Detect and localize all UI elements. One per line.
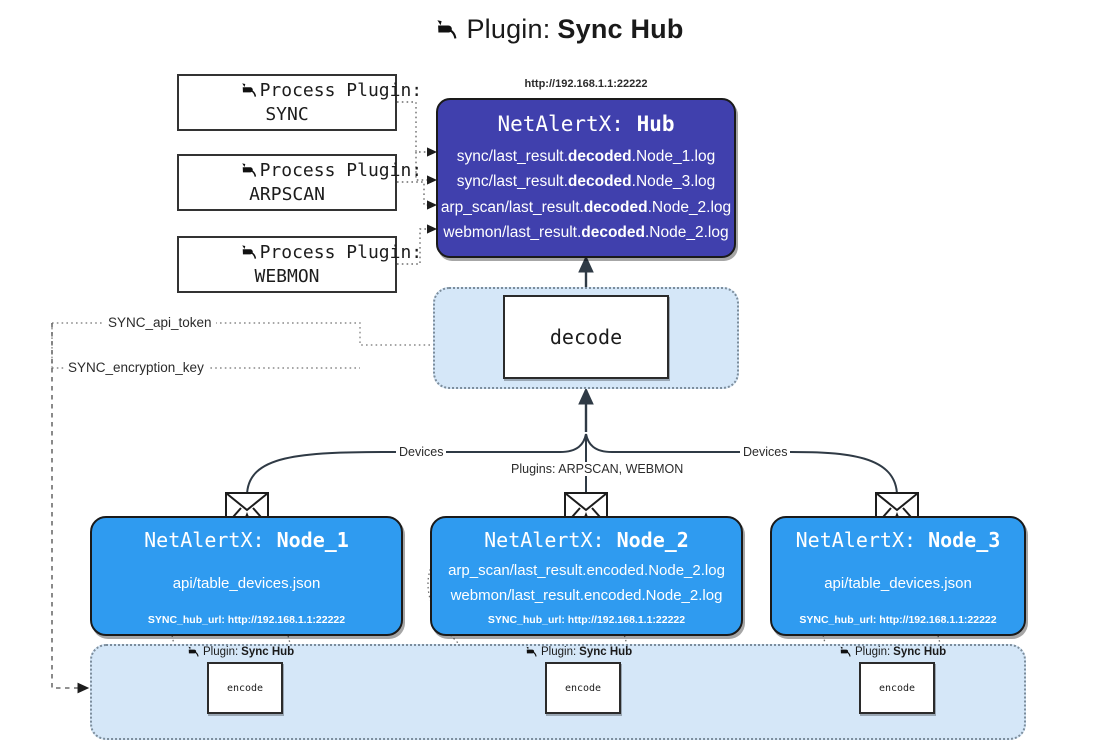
node-title: NetAlertX: Node_3 — [795, 528, 1001, 552]
node-title: NetAlertX: Node_1 — [144, 528, 349, 552]
decode-box[interactable]: decode — [503, 295, 669, 379]
hub-log-line-2: sync/last_result.decoded.Node_3.log — [456, 173, 716, 191]
encoder-tag-name: Sync Hub — [241, 646, 295, 658]
encode-label: encode — [564, 682, 602, 694]
hub-log-line-1: sync/last_result.decoded.Node_1.log — [456, 148, 716, 165]
hub-url-label: http://192.168.1.1:22222 — [524, 78, 648, 90]
plug-icon — [433, 17, 459, 43]
plug-icon — [186, 645, 200, 659]
devices-label-left: Devices — [396, 445, 447, 459]
node-hub-url: SYNC_hub_url: http://192.168.1.1:22222 — [147, 614, 346, 626]
encode-box-node-3[interactable]: encode — [859, 662, 935, 714]
node-hub-url: SYNC_hub_url: http://192.168.1.1:22222 — [487, 614, 686, 626]
encoder-plugin-tag: Plugin: Sync Hub — [838, 645, 946, 659]
page-title: Plugin: Sync Hub — [0, 14, 1117, 45]
sync-api-token-label: SYNC_api_token — [104, 315, 216, 330]
node-box-node-1[interactable]: NetAlertX: Node_1 api/table_devices.json… — [90, 516, 403, 636]
process-plugin-label: Process Plugin: — [259, 80, 423, 102]
encoder-tag-prefix: Plugin: — [855, 646, 891, 658]
page-title-prefix: Plugin: — [466, 14, 551, 44]
plugins-label-center: Plugins: ARPSCAN, WEBMON — [508, 462, 687, 476]
node-line: api/table_devices.json — [172, 574, 321, 592]
node-box-node-3[interactable]: NetAlertX: Node_3 api/table_devices.json… — [770, 516, 1026, 636]
hub-title: NetAlertX: Hub — [497, 112, 675, 136]
encoder-tag-name: Sync Hub — [893, 646, 947, 658]
node-line: api/table_devices.json — [824, 574, 972, 592]
encode-label: encode — [878, 682, 916, 694]
plug-icon — [152, 243, 258, 262]
hub-box[interactable]: NetAlertX: Hub sync/last_result.decoded.… — [436, 98, 736, 258]
node-line: arp_scan/last_result.encoded.Node_2.log — [448, 562, 725, 579]
plug-icon — [838, 645, 852, 659]
process-plugin-name: SYNC — [265, 103, 309, 125]
process-plugin-box-sync[interactable]: Process Plugin: SYNC — [177, 74, 422, 131]
plug-icon — [152, 81, 258, 100]
page-title-name: Sync Hub — [557, 14, 684, 44]
encoder-tag-name: Sync Hub — [579, 646, 633, 658]
node-box-node-2[interactable]: NetAlertX: Node_2 arp_scan/last_result.e… — [430, 516, 743, 636]
process-plugin-label: Process Plugin: — [259, 160, 423, 182]
process-plugin-box-arpscan[interactable]: Process Plugin: ARPSCAN — [177, 154, 422, 211]
encoder-plugin-tag: Plugin: Sync Hub — [186, 645, 294, 659]
encoder-tag-prefix: Plugin: — [541, 646, 577, 658]
process-plugin-label: Process Plugin: — [259, 242, 423, 264]
encoder-plugin-tag: Plugin: Sync Hub — [524, 645, 632, 659]
encode-box-node-2[interactable]: encode — [545, 662, 621, 714]
sync-encryption-key-label: SYNC_encryption_key — [64, 360, 208, 375]
node-hub-url: SYNC_hub_url: http://192.168.1.1:22222 — [799, 614, 997, 626]
hub-log-line-4: webmon/last_result.decoded.Node_2.log — [443, 223, 729, 241]
hub-log-line-3: arp_scan/last_result.decoded.Node_2.log — [440, 198, 732, 216]
encode-box-node-1[interactable]: encode — [207, 662, 283, 714]
node-title: NetAlertX: Node_2 — [484, 528, 689, 552]
process-plugin-name: ARPSCAN — [249, 183, 325, 205]
decode-label: decode — [549, 325, 623, 349]
encode-label: encode — [226, 682, 264, 694]
node-line: webmon/last_result.encoded.Node_2.log — [450, 587, 723, 604]
plug-icon — [152, 161, 258, 180]
process-plugin-name: WEBMON — [254, 265, 320, 287]
encoder-tag-prefix: Plugin: — [203, 646, 239, 658]
plug-icon — [524, 645, 538, 659]
process-plugin-box-webmon[interactable]: Process Plugin: WEBMON — [177, 236, 422, 293]
devices-label-right: Devices — [740, 445, 791, 459]
